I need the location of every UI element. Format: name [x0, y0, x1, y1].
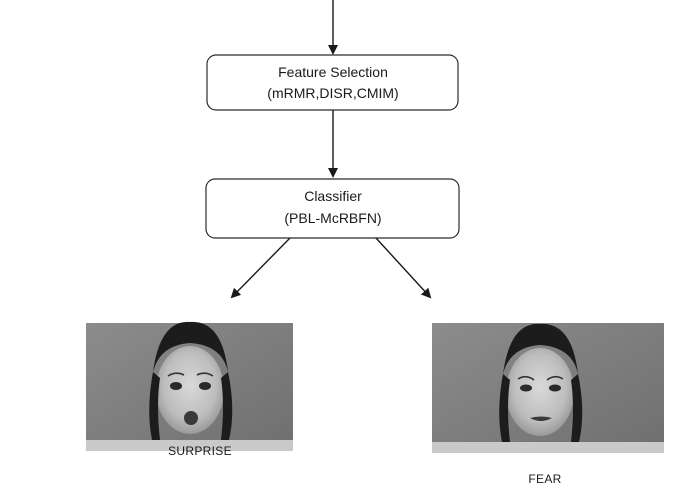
surprise-caption: SURPRISE — [168, 444, 232, 458]
arrow-to-fear — [375, 237, 432, 299]
classifier-title: Classifier — [304, 188, 362, 204]
arrow-to-surprise — [230, 237, 291, 299]
feature-selection-methods: (mRMR,DISR,CMIM) — [267, 85, 398, 101]
face-photo-surprise — [86, 321, 293, 451]
face-photo-fear — [432, 323, 664, 453]
feature-selection-title: Feature Selection — [278, 64, 388, 80]
feature-selection-node: Feature Selection (mRMR,DISR,CMIM) — [206, 54, 459, 111]
classifier-node: Classifier (PBL-McRBFN) — [205, 178, 460, 239]
classifier-model: (PBL-McRBFN) — [284, 210, 381, 226]
fear-caption: FEAR — [528, 472, 561, 486]
